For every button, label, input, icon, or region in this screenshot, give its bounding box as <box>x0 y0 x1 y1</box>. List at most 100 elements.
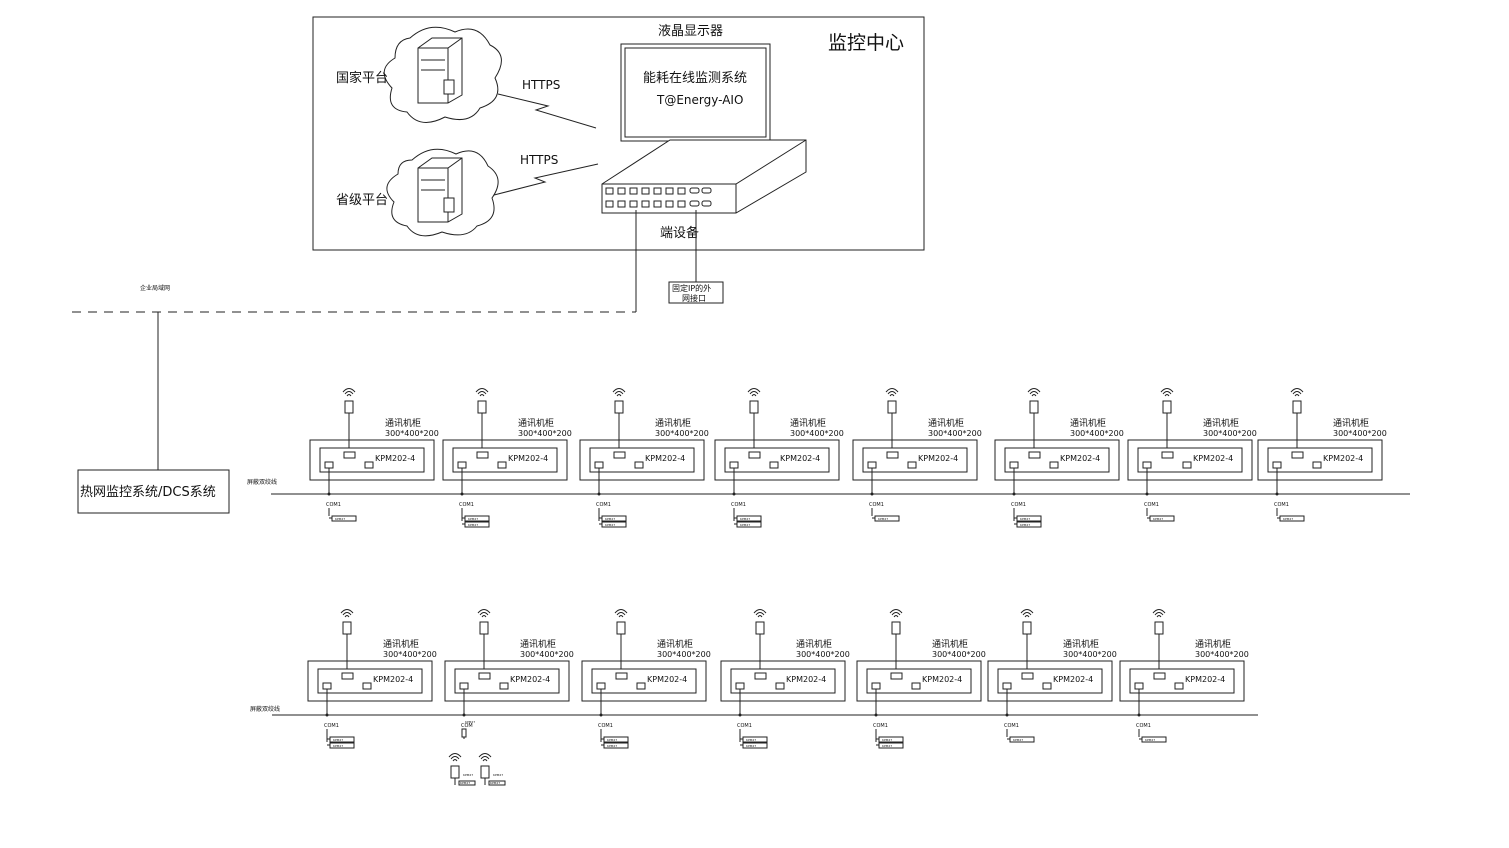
cabinet-outer-frame <box>994 439 1120 481</box>
device-model-label: KPM202-4 <box>1060 454 1100 463</box>
com-port-icon <box>596 682 606 690</box>
bus-junction <box>599 713 603 717</box>
wireless-antenna-icon <box>1020 609 1034 635</box>
bus-junction <box>1137 713 1141 717</box>
antenna-port-icon <box>478 672 491 680</box>
meter-label: KPM27 <box>335 517 345 521</box>
meter-label: KPM27 <box>746 744 756 748</box>
wireless-meter-icon <box>461 728 467 738</box>
com-port-label: COM1 <box>1144 502 1159 508</box>
wireless-antenna-icon <box>475 388 489 414</box>
cabinet-title: 通讯机柜 <box>1195 638 1231 650</box>
meter-box <box>874 515 900 522</box>
device-model-label: KPM202-4 <box>780 454 820 463</box>
meter-box <box>488 780 506 786</box>
bus-label-row2: 屏蔽双绞线 <box>250 705 280 713</box>
dcs-system-box <box>77 469 230 514</box>
screen-product-name: T@Energy-AIO <box>656 93 743 107</box>
wireless-antenna-icon <box>614 609 628 635</box>
bus-junction <box>1012 492 1016 496</box>
com-port-icon <box>594 461 604 469</box>
monitoring-center-frame <box>312 16 925 251</box>
wireless-antenna-icon <box>1027 388 1041 414</box>
meter-box <box>1016 521 1042 528</box>
meter-label: KPM27 <box>740 523 750 527</box>
meter-label: KPM27 <box>746 738 756 742</box>
bus-junction <box>325 713 329 717</box>
meter-label: KPM27 <box>1020 523 1030 527</box>
device-model-label: KPM202-4 <box>1193 454 1233 463</box>
https-label-national: HTTPS <box>522 78 560 92</box>
device-model-label: KPM202-4 <box>375 454 415 463</box>
com-port-icon <box>871 682 881 690</box>
fixed-ip-label-line2: 网接口 <box>682 293 706 303</box>
com-port-icon <box>1134 682 1144 690</box>
antenna-port-icon <box>476 451 489 459</box>
com-port-icon <box>1142 461 1152 469</box>
cabinet-size: 300*400*200 <box>1333 429 1387 438</box>
monitoring-center-title: 监控中心 <box>828 32 904 54</box>
antenna-port-icon <box>754 672 767 680</box>
antenna-port-icon <box>748 451 761 459</box>
device-model-label: KPM202-4 <box>922 675 962 684</box>
com-port-label: COM1 <box>326 502 341 508</box>
switch-port-icon <box>605 187 614 195</box>
meter-label: KPM27 <box>1283 517 1293 521</box>
meter-label: KPM27 <box>460 781 470 785</box>
cabinet-title: 通讯机柜 <box>932 638 968 650</box>
bus-label-row1: 屏蔽双绞线 <box>247 478 277 486</box>
cabinet-size: 300*400*200 <box>932 650 986 659</box>
meter-terminal: KPM27 <box>872 515 900 522</box>
meter-label: KPM27 <box>463 773 473 777</box>
meter-label: KPM27 <box>607 744 617 748</box>
cabinet-outer-frame <box>307 660 433 702</box>
provincial-platform-cloud-icon <box>386 148 499 237</box>
device-model-label: KPM202-4 <box>373 675 413 684</box>
cabinet-size: 300*400*200 <box>928 429 982 438</box>
meter-terminal: KPM27 <box>601 736 629 743</box>
antenna-port-icon <box>1291 451 1304 459</box>
device-model-label: KPM202-4 <box>508 454 548 463</box>
cabinet-row-2: 通讯机柜300*400*200KPM202-4COM1KPM27KPM27通讯机… <box>307 609 1249 786</box>
fixed-ip-interface-box <box>668 281 724 304</box>
com-port-icon <box>459 682 469 690</box>
device-model-label: KPM202-4 <box>1053 675 1093 684</box>
com-port-icon <box>1272 461 1282 469</box>
meter-box <box>601 515 627 522</box>
com-port-icon <box>1002 682 1012 690</box>
com-port-label: COM <box>461 723 473 729</box>
meter-box <box>603 736 629 743</box>
bus-junction <box>1275 492 1279 496</box>
status-led-icon <box>907 461 917 469</box>
cabinet-outer-frame <box>714 439 840 481</box>
meter-terminal: KPM27 <box>1014 521 1042 528</box>
cabinet-row-1: 通讯机柜300*400*200KPM202-4COM1KPM27通讯机柜300*… <box>309 388 1387 528</box>
meter-box <box>1009 736 1035 743</box>
meter-terminal: KPM27 <box>876 742 904 749</box>
wireless-antenna-icon <box>477 609 491 635</box>
com-port-label: COM1 <box>324 723 339 729</box>
switch-port-icon <box>677 187 686 195</box>
communication-cabinet: 通讯机柜300*400*200KPM202-4COMKPM27KPM27KPM2… <box>444 609 574 786</box>
cabinet-title: 通讯机柜 <box>1070 417 1106 429</box>
meter-terminal: KPM27 <box>740 736 768 743</box>
com-port-label: COM1 <box>598 723 613 729</box>
meter-box <box>742 736 768 743</box>
meter-label: KPM27 <box>605 523 615 527</box>
antenna-port-icon <box>615 672 628 680</box>
device-model-label: KPM202-4 <box>786 675 826 684</box>
com-port-label: COM1 <box>1011 502 1026 508</box>
meter-terminal: KPM27 <box>740 742 768 749</box>
cabinet-outer-frame <box>579 439 705 481</box>
meter-box <box>878 742 904 749</box>
meter-label: KPM27 <box>1153 517 1163 521</box>
meter-terminal: KPM27 <box>734 515 762 522</box>
wireless-antenna-icon <box>340 609 354 635</box>
meter-label: KPM27 <box>468 517 478 521</box>
serial-port-icon <box>701 187 712 194</box>
